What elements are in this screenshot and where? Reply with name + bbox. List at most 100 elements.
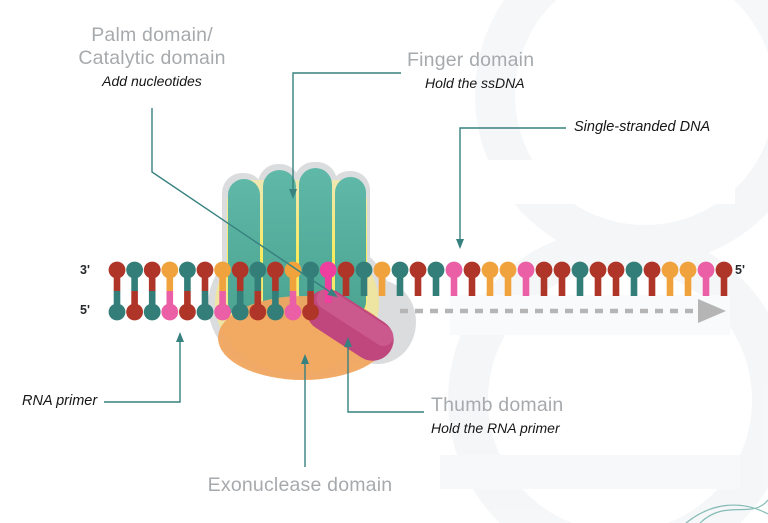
nucleotide-top xyxy=(179,261,196,279)
thumb-domain-title: Thumb domain xyxy=(431,394,564,416)
nucleotide-bottom xyxy=(249,303,267,321)
ssdna-nucleotide xyxy=(391,261,409,279)
nucleotide-bottom xyxy=(126,303,143,321)
ssdna-nucleotide xyxy=(648,270,656,296)
ssdna-nucleotide xyxy=(715,261,733,279)
nucleotide-top xyxy=(126,261,143,279)
ssdna-nucleotide xyxy=(553,261,571,279)
nucleotide-top xyxy=(254,270,262,291)
ssdna-nucleotide xyxy=(643,261,661,279)
ssdna-nucleotide xyxy=(360,270,368,296)
nucleotide-top xyxy=(131,270,138,291)
ssdna-nucleotide xyxy=(414,270,422,296)
ssdna-nucleotide xyxy=(337,261,355,279)
nucleotide-bottom xyxy=(284,303,302,321)
nucleotide-bottom xyxy=(143,303,161,321)
nucleotide-bottom xyxy=(289,291,297,312)
nucleotide-top xyxy=(319,261,337,279)
ssdna-nucleotide xyxy=(378,270,386,296)
ssdna-label: Single-stranded DNA xyxy=(574,119,711,135)
nucleotide-top xyxy=(231,261,249,279)
direction-arrowhead-icon xyxy=(698,299,726,323)
ssdna-nucleotide xyxy=(517,261,535,279)
nucleotide-bottom xyxy=(108,303,126,321)
ssdna-nucleotide xyxy=(589,261,607,279)
ssdna-nucleotide xyxy=(607,261,625,279)
ssdna-nucleotide xyxy=(481,261,499,279)
nucleotide-top xyxy=(267,261,284,279)
palm-domain-subtitle: Add nucleotides xyxy=(102,73,202,89)
ssdna-nucleotide xyxy=(702,270,710,296)
ssdna-nucleotide xyxy=(355,261,373,279)
ssdna-nucleotide xyxy=(504,270,512,296)
ssdna-nucleotide xyxy=(630,270,638,296)
nucleotide-bottom xyxy=(307,291,314,312)
nucleotide-bottom xyxy=(196,303,214,321)
nucleotide-top xyxy=(236,270,244,291)
dna-helix-watermark xyxy=(440,0,768,523)
nucleotide-top xyxy=(272,270,279,291)
ssdna-nucleotide xyxy=(409,261,427,279)
nucleotide-top xyxy=(113,270,121,291)
nucleotide-bottom xyxy=(179,303,196,321)
palm-domain-label: Palm domain/ Catalytic domain Add nucleo… xyxy=(38,24,266,90)
ssdna-nucleotide xyxy=(661,261,679,279)
palm-connector-line xyxy=(151,108,338,298)
nucleotide-bottom xyxy=(236,291,244,312)
finger-domain-title: Finger domain xyxy=(407,49,535,71)
nucleotide-top xyxy=(108,261,126,279)
ssdna-nucleotide xyxy=(720,270,728,296)
ssdna-nucleotide xyxy=(463,261,481,279)
strand-end-3prime-left: 3' xyxy=(80,263,90,277)
ssdna-nucleotide xyxy=(396,270,404,296)
ssdna-nucleotide xyxy=(535,261,553,279)
nucleotide-bottom xyxy=(201,291,209,312)
ssdna-connector-line xyxy=(456,127,566,249)
ssdna-nucleotide xyxy=(499,261,517,279)
nucleotide-top xyxy=(214,261,232,279)
corner-helix-decoration xyxy=(685,499,768,523)
thumb-domain-subtitle: Hold the RNA primer xyxy=(431,420,560,436)
nucleotide-top xyxy=(184,270,191,291)
ssdna-nucleotide xyxy=(612,270,620,296)
finger-domain-label: Finger domain Hold the ssDNA xyxy=(407,49,534,92)
nucleotide-bottom xyxy=(254,291,262,312)
ssdna-nucleotide xyxy=(468,270,476,296)
ssdna-nucleotide xyxy=(576,270,584,296)
strand-end-5prime-right: 5' xyxy=(735,263,745,277)
nucleotide-bottom xyxy=(166,291,174,312)
nucleotide-top xyxy=(219,270,226,291)
ssdna-nucleotide xyxy=(427,261,445,279)
nucleotide-top xyxy=(161,261,179,279)
nucleotide-bottom xyxy=(219,291,226,312)
nucleotide-bottom xyxy=(302,303,319,321)
ssdna-nucleotide xyxy=(594,270,602,296)
nucleotide-top xyxy=(324,270,332,303)
strand-end-5prime-left: 5' xyxy=(80,303,90,317)
ssdna-nucleotide xyxy=(342,270,350,296)
nucleotide-bottom xyxy=(113,291,121,312)
ssdna-nucleotide xyxy=(486,270,494,296)
dna-strand xyxy=(108,261,733,321)
ssdna-nucleotide xyxy=(679,261,697,279)
nucleotide-top xyxy=(166,270,174,291)
exonuclease-domain-label: Exonuclease domain xyxy=(207,474,393,496)
nucleotide-bottom xyxy=(272,291,279,312)
ssdna-nucleotide xyxy=(625,261,643,279)
thumb-connector-line xyxy=(344,337,424,413)
rna-primer-label: RNA primer xyxy=(22,393,98,409)
nucleotide-top xyxy=(148,270,156,291)
nucleotide-bottom xyxy=(161,303,179,321)
ssdna-nucleotide xyxy=(522,270,530,296)
ssdna-nucleotide xyxy=(540,270,548,296)
synthesis-direction-arrow xyxy=(400,299,726,323)
finger-domain-shape xyxy=(228,168,366,320)
nucleotide-bottom xyxy=(131,291,138,312)
nucleotide-top xyxy=(201,270,209,291)
connector-lines xyxy=(104,72,566,467)
nucleotide-top xyxy=(302,261,319,279)
nucleotide-top xyxy=(307,270,314,291)
ssdna-nucleotide xyxy=(558,270,566,296)
nucleotide-top xyxy=(249,261,267,279)
